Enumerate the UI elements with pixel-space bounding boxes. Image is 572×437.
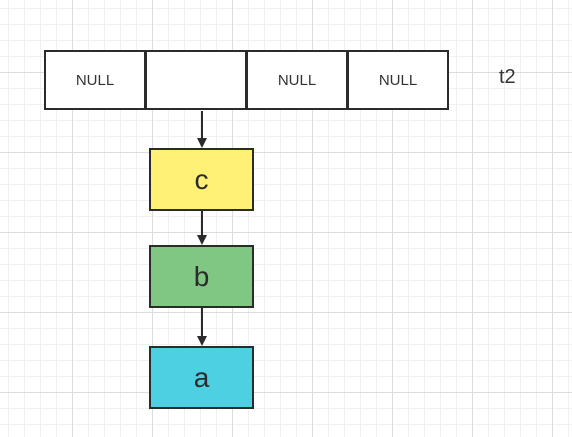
- hash-array: NULL NULL NULL: [44, 50, 449, 110]
- array-slot-1: [145, 50, 247, 110]
- array-slot-3: NULL: [347, 50, 449, 110]
- array-label: t2: [499, 66, 516, 88]
- array-slot-2: NULL: [246, 50, 348, 110]
- list-node-a: a: [149, 346, 254, 409]
- array-slot-0: NULL: [44, 50, 146, 110]
- list-node-b: b: [149, 245, 254, 308]
- list-node-c: c: [149, 148, 254, 211]
